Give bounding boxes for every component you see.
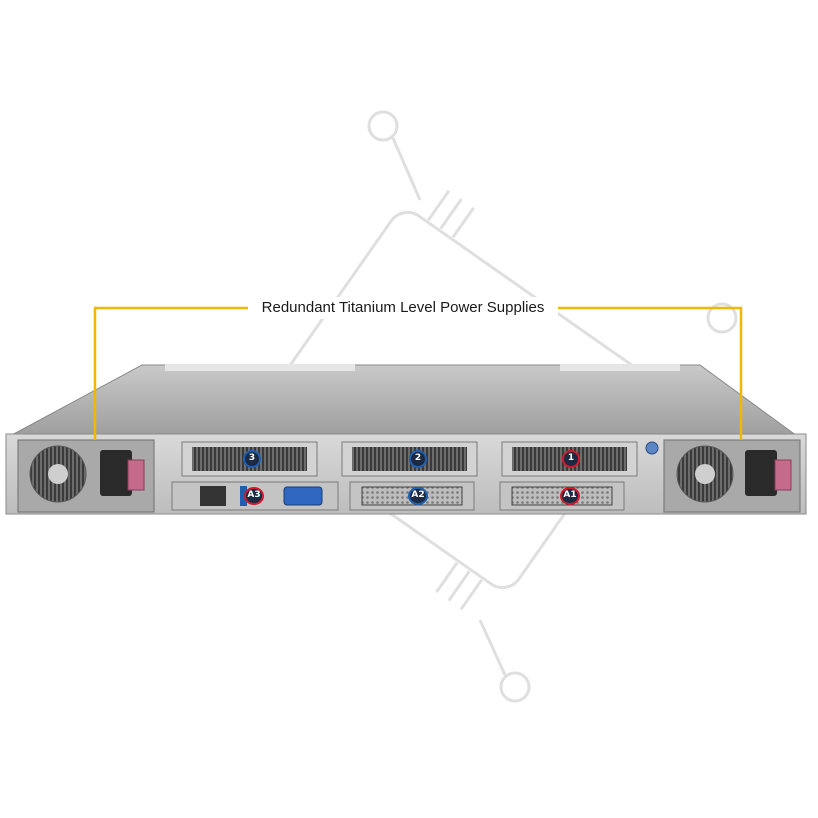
slot-badge-a3: A3 xyxy=(244,487,264,505)
psu-handle-left xyxy=(127,459,145,491)
slot-badge-1: 1 xyxy=(562,450,580,468)
power-inlet-right xyxy=(745,450,777,496)
power-supply-callout-lines xyxy=(93,306,743,440)
power-supply-right xyxy=(663,439,801,513)
usb-port xyxy=(240,486,247,506)
chassis-top xyxy=(9,364,799,437)
ethernet-port xyxy=(200,486,226,506)
uid-button xyxy=(645,441,659,455)
io-ports xyxy=(171,481,339,511)
power-supply-callout-label: Redundant Titanium Level Power Supplies xyxy=(248,297,558,319)
power-supply-left xyxy=(17,439,155,513)
vga-port xyxy=(283,486,323,506)
slot-badge-3: 3 xyxy=(243,450,261,468)
slot-badge-a1: A1 xyxy=(560,487,580,505)
slot-badge-2: 2 xyxy=(409,450,427,468)
power-inlet-left xyxy=(100,450,132,496)
slot-badge-a2: A2 xyxy=(408,487,428,505)
psu-handle-right xyxy=(774,459,792,491)
